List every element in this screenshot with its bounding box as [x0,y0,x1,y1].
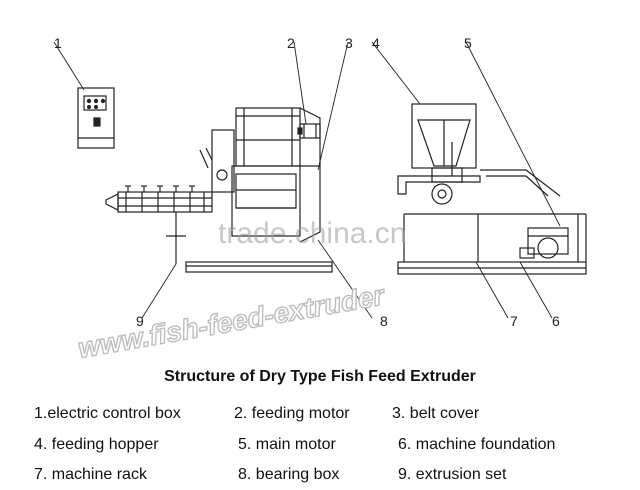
callout-7: 7 [510,313,518,329]
feeding-hopper [411,103,477,205]
legend-item-4: 4. feeding hopper [34,436,159,453]
callout-4: 4 [372,35,380,51]
electric-control-box [77,87,115,149]
callout-5: 5 [464,35,472,51]
callout-6: 6 [552,313,560,329]
callout-9: 9 [136,313,144,329]
watermark-url: www.fish-feed-extruder [76,279,389,360]
main-motor [519,227,569,259]
legend-item-2: 2. feeding motor [234,405,350,422]
legend-item-1: 1.electric control box [34,405,181,422]
legend-item-5: 5. main motor [238,436,336,453]
callout-3: 3 [345,35,353,51]
callout-leader-lines [53,41,561,319]
legend-item-3: 3. belt cover [392,405,480,422]
left-machine-rack [166,212,333,273]
legend-item-8: 8. bearing box [238,466,340,483]
bearing-box [199,129,301,237]
legend-item-6: 6. machine foundation [398,436,556,453]
diagram-title: Structure of Dry Type Fish Feed Extruder [164,368,476,385]
legend-item-7: 7. machine rack [34,466,147,483]
extruder-structure-drawing: trade.china.cn www.fish-feed-extruder 1 … [53,35,587,360]
legend-item-9: 9. extrusion set [398,466,507,483]
feeding-motor [297,123,321,139]
machine-rack [397,169,586,262]
extrusion-set [105,185,213,213]
callout-1: 1 [54,35,62,51]
watermark-tradechina: trade.china.cn [218,217,406,250]
callout-8: 8 [380,313,388,329]
machine-foundation [397,214,587,275]
callout-2: 2 [287,35,295,51]
